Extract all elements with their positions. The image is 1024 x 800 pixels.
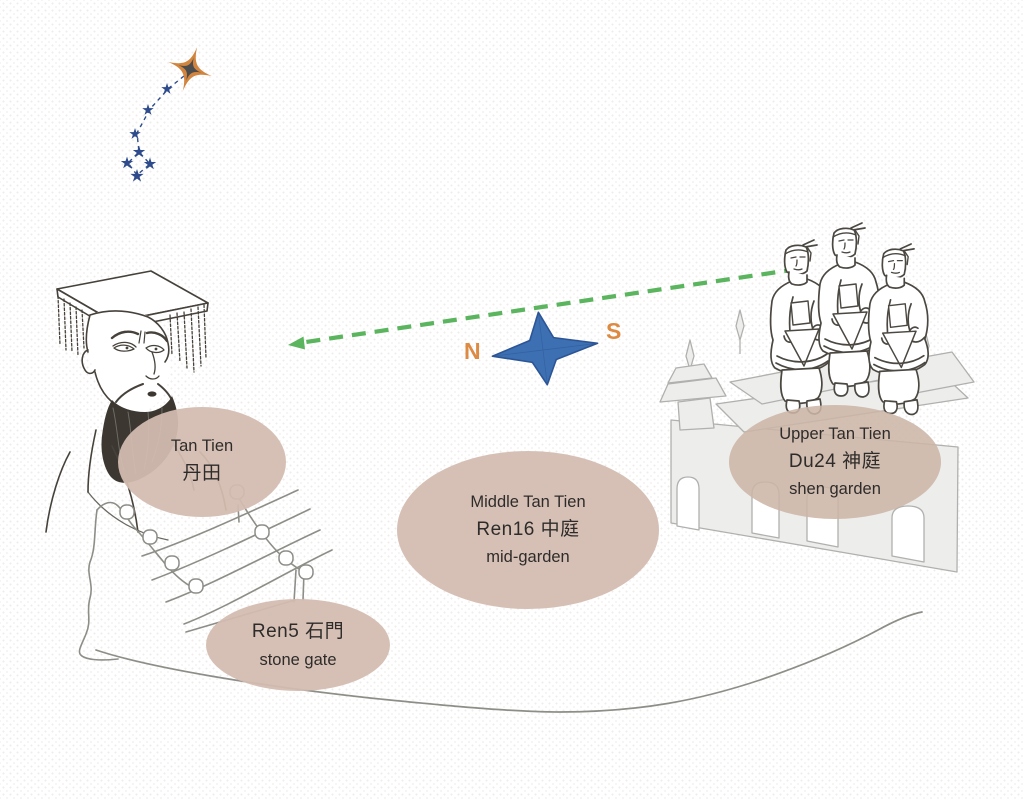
middle-tan-tien-name: Middle Tan Tien bbox=[470, 493, 586, 511]
compass-label-north: N bbox=[464, 338, 481, 364]
region-lower-tan-tien: Tan Tien 丹田 bbox=[118, 407, 286, 517]
middle-tan-tien-point: Ren16 中庭 bbox=[476, 518, 580, 540]
compass-rose-icon bbox=[491, 311, 599, 386]
emperor-illustration bbox=[45, 270, 227, 541]
middle-tan-tien-translation: mid-garden bbox=[486, 548, 570, 567]
region-ren5-stone-gate: Ren5 石門 stone gate bbox=[206, 599, 390, 691]
lower-tan-tien-chinese: 丹田 bbox=[182, 463, 222, 485]
ren5-point: Ren5 石門 bbox=[251, 621, 345, 643]
ren5-translation: stone gate bbox=[259, 650, 337, 669]
upper-tan-tien-translation: shen garden bbox=[789, 480, 881, 499]
lower-tan-tien-name: Tan Tien bbox=[170, 437, 234, 456]
upper-tan-tien-point: Du24 神庭 bbox=[788, 450, 882, 472]
upper-tan-tien-name: Upper Tan Tien bbox=[779, 425, 891, 443]
big-dipper-constellation bbox=[127, 75, 185, 177]
region-upper-tan-tien: Upper Tan Tien Du24 神庭 shen garden bbox=[729, 405, 941, 519]
compass-label-south: S bbox=[606, 318, 622, 344]
terracotta-warriors-illustration bbox=[769, 222, 929, 416]
green-direction-arrow bbox=[288, 266, 799, 350]
region-middle-tan-tien: Middle Tan Tien Ren16 中庭 mid-garden bbox=[397, 451, 659, 609]
